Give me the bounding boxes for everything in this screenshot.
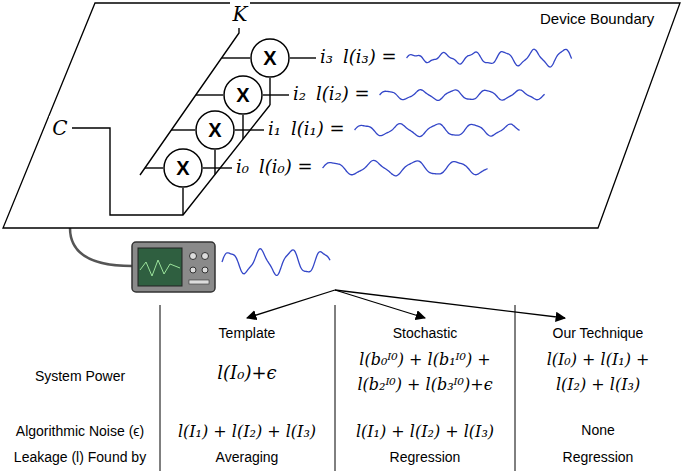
multiplier-circle: X xyxy=(163,148,203,188)
leakage-label: l(i₃) = xyxy=(343,46,397,68)
circuit-wires xyxy=(72,28,316,215)
table-cell: l(I₁) + l(I₂) + l(I₃) xyxy=(356,420,494,445)
leakage-trace xyxy=(407,49,572,67)
leakage-label: l(i₂) = xyxy=(316,83,370,105)
table-cell: Regression xyxy=(390,449,461,466)
boundary-outline xyxy=(0,0,683,232)
multiplier-circle: X xyxy=(223,75,263,115)
column-header: Template xyxy=(219,325,276,342)
leakage-trace xyxy=(222,249,330,276)
waveforms xyxy=(222,49,572,275)
table-cell: None xyxy=(581,422,614,439)
leakage-trace xyxy=(380,90,545,101)
column-header: Our Technique xyxy=(553,325,644,342)
signal-name: i₂ xyxy=(293,83,306,105)
input-symbol: C xyxy=(49,116,70,140)
table-rules xyxy=(160,305,515,471)
operator-symbol: X xyxy=(263,46,276,70)
operator-symbol: X xyxy=(236,83,249,107)
key-symbol: K xyxy=(230,2,251,26)
split-arrows xyxy=(247,290,565,318)
leakage-trace xyxy=(323,160,488,175)
boundary-label: Device Boundary xyxy=(540,10,654,28)
leakage-label: l(i₁) = xyxy=(291,118,345,140)
row-header: System Power xyxy=(35,368,125,385)
table-cell: Averaging xyxy=(216,449,279,466)
column-header: Stochastic xyxy=(393,325,458,342)
signal-name: i₃ xyxy=(320,46,333,68)
signal-name: i₀ xyxy=(236,156,249,178)
input-bus xyxy=(72,105,270,215)
table-cell: l(I₀)+ϵ xyxy=(217,362,276,384)
device-boundary: Device BoundaryXXXX xyxy=(0,0,683,232)
multiplier-circle: X xyxy=(250,38,290,78)
row-header: Leakage (l) Found by xyxy=(14,449,146,466)
multiplier-circle: X xyxy=(195,110,235,150)
leakage-label: l(i₀) = xyxy=(259,156,313,178)
oscilloscope xyxy=(132,242,215,292)
probe-cable xyxy=(70,228,132,266)
operator-symbol: X xyxy=(176,156,189,180)
operator-symbol: X xyxy=(208,118,221,142)
table-cell: l(I₀) + l(I₁) + l(I₂) + l(I₃) xyxy=(533,348,663,398)
table-cell: Regression xyxy=(563,449,634,466)
table-cell: l(I₁) + l(I₂) + l(I₃) xyxy=(178,420,316,445)
row-header: Algorithmic Noise (ϵ) xyxy=(16,423,144,440)
leakage-trace xyxy=(355,124,520,137)
table-cell: l(b₀ᴵ⁰) + l(b₁ᴵ⁰) + l(b₂ᴵ⁰) + l(b₃ᴵ⁰)+ϵ xyxy=(340,348,510,398)
signal-name: i₁ xyxy=(268,118,281,140)
